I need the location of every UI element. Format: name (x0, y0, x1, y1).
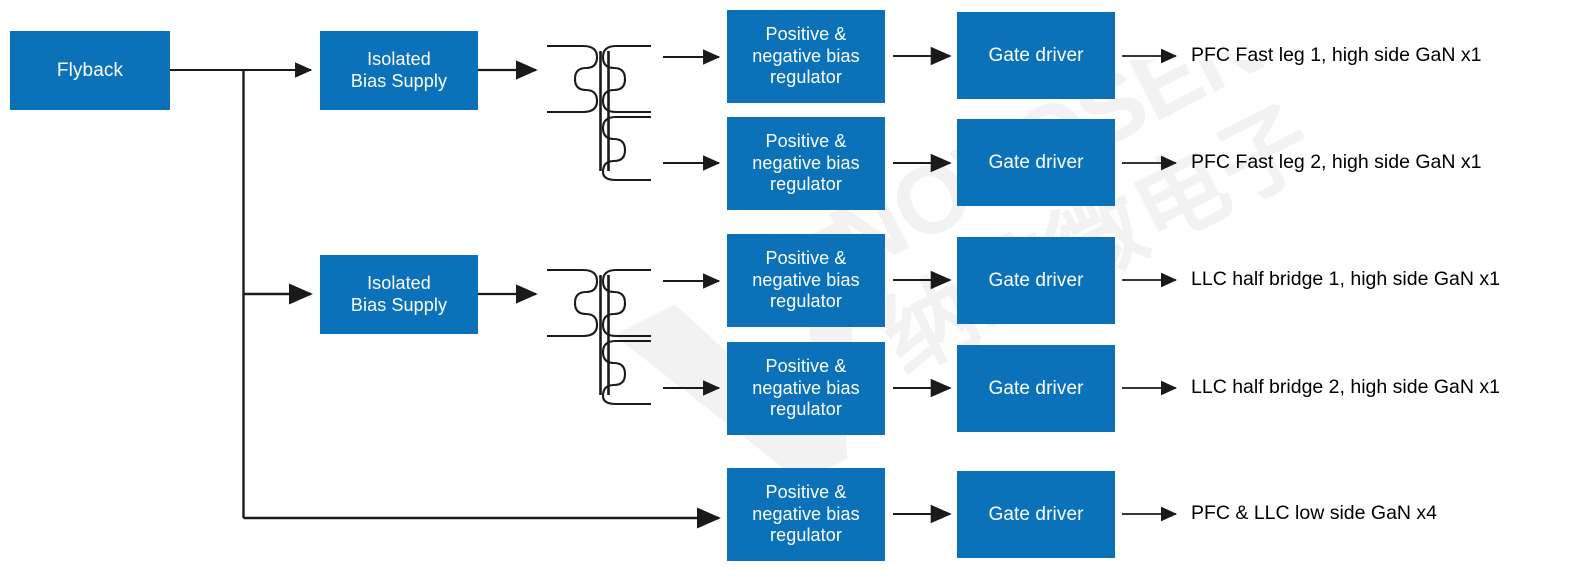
output-label-3: LLC half bridge 1, high side GaN x1 (1191, 268, 1500, 290)
transformer-2-primary-winding (547, 268, 599, 338)
output-label-3-text: LLC half bridge 1, high side GaN x1 (1191, 268, 1500, 290)
regulator-2-line3: regulator (770, 174, 842, 195)
ibs2-label-line2: Bias Supply (350, 294, 448, 315)
gate-driver-4-label: Gate driver (988, 377, 1084, 399)
block-regulator-5[interactable]: Positive & negative bias regulator (727, 468, 885, 561)
transformer-2-secondary-winding-a (601, 268, 651, 338)
block-gate-driver-1[interactable]: Gate driver (957, 12, 1115, 99)
regulator-3-line3: regulator (770, 291, 842, 312)
output-label-2-text: PFC Fast leg 2, high side GaN x1 (1191, 151, 1482, 173)
gate-driver-2-label: Gate driver (988, 151, 1084, 173)
block-gate-driver-2[interactable]: Gate driver (957, 119, 1115, 206)
regulator-5-line2: negative bias (752, 503, 860, 524)
block-isolated-bias-supply-2[interactable]: Isolated Bias Supply (320, 255, 478, 334)
regulator-1-line2: negative bias (752, 45, 860, 66)
block-gate-driver-5[interactable]: Gate driver (957, 471, 1115, 558)
gate-driver-1-label: Gate driver (988, 44, 1084, 66)
transformer-1-symbol (547, 44, 651, 182)
output-label-5-text: PFC & LLC low side GaN x4 (1191, 502, 1438, 524)
ibs1-label-line2: Bias Supply (350, 70, 448, 91)
block-isolated-bias-supply-1[interactable]: Isolated Bias Supply (320, 31, 478, 110)
block-gate-driver-4[interactable]: Gate driver (957, 345, 1115, 432)
regulator-2-line1: Positive & (765, 130, 847, 151)
regulator-3-line1: Positive & (765, 247, 847, 268)
block-flyback[interactable]: Flyback (10, 31, 170, 110)
block-flyback-label: Flyback (56, 59, 124, 81)
block-gate-driver-3[interactable]: Gate driver (957, 237, 1115, 324)
block-regulator-2[interactable]: Positive & negative bias regulator (727, 117, 885, 210)
output-label-2: PFC Fast leg 2, high side GaN x1 (1191, 151, 1482, 173)
regulator-5-line1: Positive & (765, 481, 847, 502)
regulator-1-line1: Positive & (765, 23, 847, 44)
transformer-1-primary-winding (547, 44, 599, 114)
ibs2-label-line1: Isolated (367, 272, 431, 293)
transformer-1-secondary-winding-b (601, 115, 651, 182)
output-label-5: PFC & LLC low side GaN x4 (1191, 502, 1438, 524)
gate-driver-5-label: Gate driver (988, 503, 1084, 525)
output-label-4: LLC half bridge 2, high side GaN x1 (1191, 376, 1500, 398)
block-regulator-3[interactable]: Positive & negative bias regulator (727, 234, 885, 327)
regulator-1-line3: regulator (770, 67, 842, 88)
regulator-4-line1: Positive & (765, 355, 847, 376)
ibs1-label-line1: Isolated (367, 48, 431, 69)
regulator-2-line2: negative bias (752, 152, 860, 173)
transformer-2-secondary-winding-b (601, 339, 651, 406)
gate-driver-3-label: Gate driver (988, 269, 1084, 291)
output-label-4-text: LLC half bridge 2, high side GaN x1 (1191, 376, 1500, 398)
regulator-5-line3: regulator (770, 525, 842, 546)
output-label-1: PFC Fast leg 1, high side GaN x1 (1191, 44, 1482, 66)
transformer-2-symbol (547, 268, 651, 406)
block-regulator-4[interactable]: Positive & negative bias regulator (727, 342, 885, 435)
transformer-1-secondary-winding-a (601, 44, 651, 114)
regulator-4-line3: regulator (770, 399, 842, 420)
output-label-1-text: PFC Fast leg 1, high side GaN x1 (1191, 44, 1482, 66)
block-regulator-1[interactable]: Positive & negative bias regulator (727, 10, 885, 103)
regulator-3-line2: negative bias (752, 269, 860, 290)
regulator-4-line2: negative bias (752, 377, 860, 398)
